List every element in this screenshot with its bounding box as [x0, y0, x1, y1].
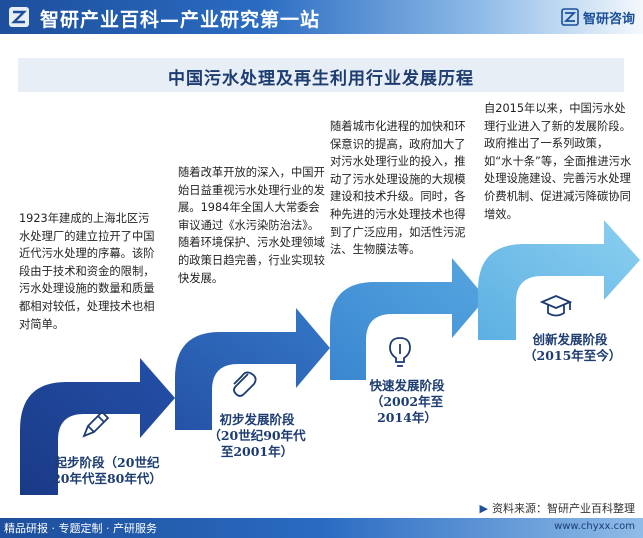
pencil-icon: [82, 410, 110, 438]
title-band: 中国污水处理及再生利用行业发展历程: [18, 58, 624, 92]
footer-services: 精品研报 · 专题定制 · 产研服务: [4, 522, 157, 535]
paperclip-icon: [233, 371, 257, 397]
source-text: 资料来源：智研产业百科整理: [492, 502, 635, 515]
stage-1-name: 起步阶段（20世纪20年代至80年代）: [52, 455, 162, 486]
brand-block: 智研咨询: [561, 7, 635, 27]
stage-3-arrow: [330, 258, 486, 380]
source-note: ▶ 资料来源：智研产业百科整理: [480, 500, 635, 516]
stage-2-description: 随着改革开放的深入，中国开始日益重视污水处理行业的发展。1984年全国人大常委会…: [178, 166, 325, 285]
stage-4-arrow: [478, 220, 640, 340]
footer-bar: 精品研报 · 专题定制 · 产研服务 www.chyxx.com: [0, 518, 643, 538]
stage-2-arrow: [175, 308, 330, 430]
source-arrow-icon: ▶: [479, 502, 488, 515]
brand-logo-icon: [9, 7, 29, 27]
footer-url[interactable]: www.chyxx.com: [554, 521, 635, 532]
stage-2-name: 初步发展阶段（20世纪90年代至2001年）: [208, 412, 306, 459]
stage-4-description: 自2015年以来，中国污水处理行业进入了新的发展阶段。政府推出了一系列政策，如“…: [484, 102, 632, 221]
brand-mark-icon: [561, 8, 579, 26]
stage-1-description: 1923年建成的上海北区污水处理厂的建立拉开了中国近代污水处理的序幕。该阶段由于…: [19, 212, 155, 331]
stage-4-name: 创新发展阶段（2015年至今）: [524, 332, 622, 363]
site-title: 智研产业百科—产业研究第一站: [40, 9, 321, 31]
stage-3-description: 随着城市化进程的加快和环保意识的提高，政府加大了对污水处理行业的投入，推动了污水…: [330, 120, 466, 257]
graduation-cap-icon: [539, 295, 573, 317]
stage-3-name: 快速发展阶段（2002年至2014年）: [369, 378, 445, 425]
top-banner: 智研产业百科—产业研究第一站 智研咨询: [0, 0, 643, 34]
brand-name: 智研咨询: [582, 11, 635, 27]
page-title: 中国污水处理及再生利用行业发展历程: [168, 69, 474, 89]
lightbulb-icon: [389, 337, 411, 367]
stage-1-arrow: [20, 358, 175, 495]
